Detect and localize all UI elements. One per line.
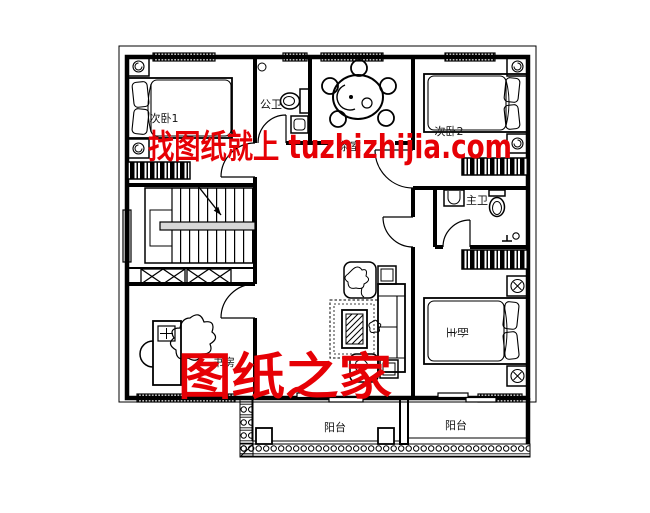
door-arc-bedroom1 [220,142,256,178]
pillow-icon [131,108,150,135]
nightstand-icon [506,133,529,154]
nightstand-icon [506,56,529,77]
quilt [427,300,505,362]
doors [220,114,471,319]
door-arc-bedroom2 [374,149,414,189]
chair-icon [139,340,154,368]
balcony-divider-wall [399,397,409,445]
bedroom1-furniture [127,56,233,159]
lamp-icon [132,60,145,73]
sink-icon [290,115,309,134]
wardrobe-icon [461,249,529,270]
balcony-railing [239,443,531,458]
pillow-icon [503,104,521,130]
staircase-icon [144,185,256,264]
nightstand-icon [127,138,150,159]
pillow-icon [502,331,520,360]
lamp-icon [511,137,524,150]
door-arc-master-bath [442,219,471,248]
living-hall-furniture [329,261,406,383]
sink-icon [443,189,465,207]
room-label-tea-room: 茶室 [339,139,361,153]
cabinet-icon [140,268,232,285]
lamp-icon [511,60,524,73]
pillow-icon [131,81,150,108]
window-icon [136,393,236,403]
room-label-bedroom2: 次卧2 [435,124,464,138]
room-label-study: 书房 [213,356,235,369]
room-label-bedroom1: 次卧1 [150,111,179,125]
fan-lamp-icon [510,368,525,384]
desk-icon [152,320,182,386]
room-label-master-bedroom: 主卧 [445,327,469,338]
public-bath-fixtures [257,62,310,134]
balconies [239,397,531,458]
computer-icon [157,325,176,342]
sliding-door-icon [328,396,364,403]
chair-icon [329,110,347,128]
wardrobe-icon [461,157,529,176]
toilet-icon [488,196,506,218]
sliding-doors [296,392,497,403]
balcony-column [255,427,273,445]
pillow-icon [503,77,521,103]
decor-figure [368,319,382,333]
bed-icon [423,73,529,133]
stair-handrail [159,221,256,231]
side-table-icon [379,359,399,379]
window-icon [122,209,132,263]
master-bedroom-furniture [423,275,529,387]
window-icon [152,52,216,62]
room-label-balcony-left: 阳台 [324,420,346,434]
door-arc-study [220,283,256,319]
window-icon [444,52,496,62]
watermark-banner: 找图纸就上 tuzhizhijia.com [148,127,512,166]
toilet-tank [299,88,310,114]
decor-blob [169,314,217,361]
bed-icon [127,77,233,139]
room-label-public-bath: 公卫 [260,98,282,111]
balcony-column [377,427,395,445]
fan-lamp-icon [510,278,525,294]
floor-drain-icon [257,62,267,72]
nightstand-icon [506,365,529,387]
chair-icon [350,59,368,77]
door-arc-public-bath [257,114,287,144]
quilt [150,79,232,137]
nightstand-icon [127,56,150,77]
balcony-railing [239,397,254,458]
lamp-icon [132,142,145,155]
sofa-icon [377,283,406,373]
toilet-tank [488,189,506,197]
room-label-master-bath: 主卫 [466,194,488,207]
sliding-door-icon [296,392,332,399]
sliding-door-icon [437,392,469,399]
wardrobe-icon [127,161,191,180]
chair-icon [321,77,339,95]
room-label-balcony-right: 阳台 [445,418,467,432]
window-icon [282,52,308,62]
chair-icon [377,109,395,127]
tea-room-furniture [321,59,397,128]
bed-icon [423,297,529,365]
window-icon [320,52,384,62]
plant-icon [344,266,370,298]
tea-table-icon [332,74,384,120]
toilet-icon [279,92,301,110]
bedroom2-furniture [423,56,529,154]
armchair-icon [349,353,379,383]
windows [122,52,523,403]
door-arc-master-bedroom [382,216,414,248]
sliding-door-icon [465,396,497,403]
armchair-icon [343,261,377,299]
study-furniture [139,314,217,386]
pillow-icon [502,301,520,330]
eave-outline [118,45,537,403]
quilt [427,75,507,131]
shower-drain-icon [502,235,512,242]
watermark-stamp: 图纸之家 [178,348,392,406]
master-bath-fixtures [443,189,520,242]
nightstand-icon [506,275,529,297]
